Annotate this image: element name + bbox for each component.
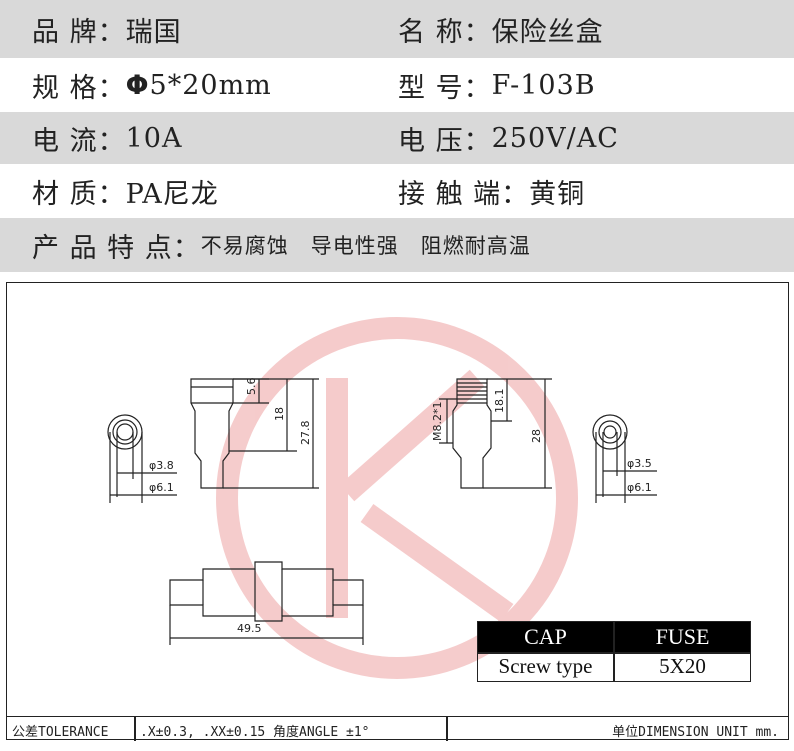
brand: 品 牌：瑞国 <box>32 0 182 58</box>
current-label: 电 流： <box>32 125 126 157</box>
features: 产 品 特 点：不易腐蚀导电性强阻燃耐高温 <box>32 218 531 272</box>
cap-fuse-table: CAP FUSE Screw type 5X20 <box>477 621 751 682</box>
name-label: 名 称： <box>398 16 492 48</box>
product-name: 名 称：保险丝盒 <box>398 0 604 58</box>
tolerance-bar: 公差TOLERANCE .X±0.3, .XX±0.15 角度ANGLE ±1°… <box>6 716 789 741</box>
feature-label: 产 品 特 点： <box>32 232 201 264</box>
name-value: 保险丝盒 <box>491 16 604 48</box>
spec-label: 规 格： <box>32 72 126 104</box>
tol-divider-2 <box>446 717 448 741</box>
model-label: 型 号： <box>398 72 492 104</box>
drawing-canvas: 5.6 18 27.8 M8.2*1 18.1 28 φ3.8 φ6.1 φ3.… <box>107 317 657 679</box>
model: 型 号：F-103B <box>398 59 596 111</box>
tolerance-values: .X±0.3, .XX±0.15 角度ANGLE ±1° <box>140 725 370 740</box>
material-value: PA尼龙 <box>125 178 219 210</box>
dim-phi-6-1-left: φ6.1 <box>149 481 174 494</box>
spec-row-features: 产 品 特 点：不易腐蚀导电性强阻燃耐高温 <box>0 218 794 273</box>
voltage-value: 250V/AC <box>491 122 619 154</box>
model-value: F-103B <box>491 69 596 101</box>
watermark-logo <box>216 317 578 679</box>
table-divider <box>613 622 615 681</box>
dim-phi-3-8: φ3.8 <box>149 459 174 472</box>
spec-row-electrical: 电 流：10A 电 压：250V/AC <box>0 112 794 165</box>
dim-5-6: 5.6 <box>245 378 258 396</box>
dim-18-1: 18.1 <box>493 389 506 414</box>
contact-value: 黄铜 <box>529 178 586 210</box>
dim-m8: M8.2*1 <box>431 402 444 441</box>
dimension-unit: 单位DIMENSION UNIT mm. <box>612 725 779 740</box>
phi-symbol: Φ <box>125 69 150 101</box>
dim-phi-6-1-right: φ6.1 <box>627 481 652 494</box>
brand-label: 品 牌： <box>32 16 126 48</box>
feature-2: 导电性强 <box>310 234 399 258</box>
right-end-view <box>592 414 657 503</box>
material-label: 材 质： <box>32 178 126 210</box>
dim-length: 49.5 <box>237 622 262 635</box>
voltage: 电 压：250V/AC <box>398 112 619 164</box>
tolerance-label: 公差TOLERANCE <box>12 725 109 740</box>
dim-phi-3-5: φ3.5 <box>627 457 652 470</box>
contact-label: 接 触 端： <box>398 178 530 210</box>
feature-1: 不易腐蚀 <box>200 234 289 258</box>
middle-holder-view <box>439 378 552 489</box>
dimension-labels: 5.6 18 27.8 M8.2*1 18.1 28 φ3.8 φ6.1 φ3.… <box>149 378 652 636</box>
value-fuse: 5X20 <box>659 654 706 678</box>
material: 材 质：PA尼龙 <box>32 165 219 217</box>
spec-row-brand: 品 牌：瑞国 名 称：保险丝盒 <box>0 0 794 59</box>
voltage-label: 电 压： <box>398 125 492 157</box>
dim-18: 18 <box>273 407 286 421</box>
dim-28: 28 <box>530 429 543 443</box>
value-cap: Screw type <box>498 654 593 678</box>
feature-3: 阻燃耐高温 <box>420 234 531 258</box>
current: 电 流：10A <box>32 112 182 164</box>
current-value: 10A <box>125 122 183 154</box>
header-cap: CAP <box>478 622 613 652</box>
technical-drawing: 5.6 18 27.8 M8.2*1 18.1 28 φ3.8 φ6.1 φ3.… <box>6 282 789 740</box>
spec-row-material: 材 质：PA尼龙 接 触 端：黄铜 <box>0 165 794 218</box>
left-holder-view <box>190 378 319 489</box>
header-fuse: FUSE <box>615 622 750 652</box>
tol-divider-1 <box>134 717 136 741</box>
contact: 接 触 端：黄铜 <box>398 165 585 217</box>
brand-value: 瑞国 <box>125 16 182 48</box>
assembled-view <box>169 561 364 645</box>
left-end-view <box>107 414 177 503</box>
table-row-divider <box>478 652 750 654</box>
spec-value: 5*20mm <box>149 69 272 101</box>
dim-27-8: 27.8 <box>299 421 312 446</box>
